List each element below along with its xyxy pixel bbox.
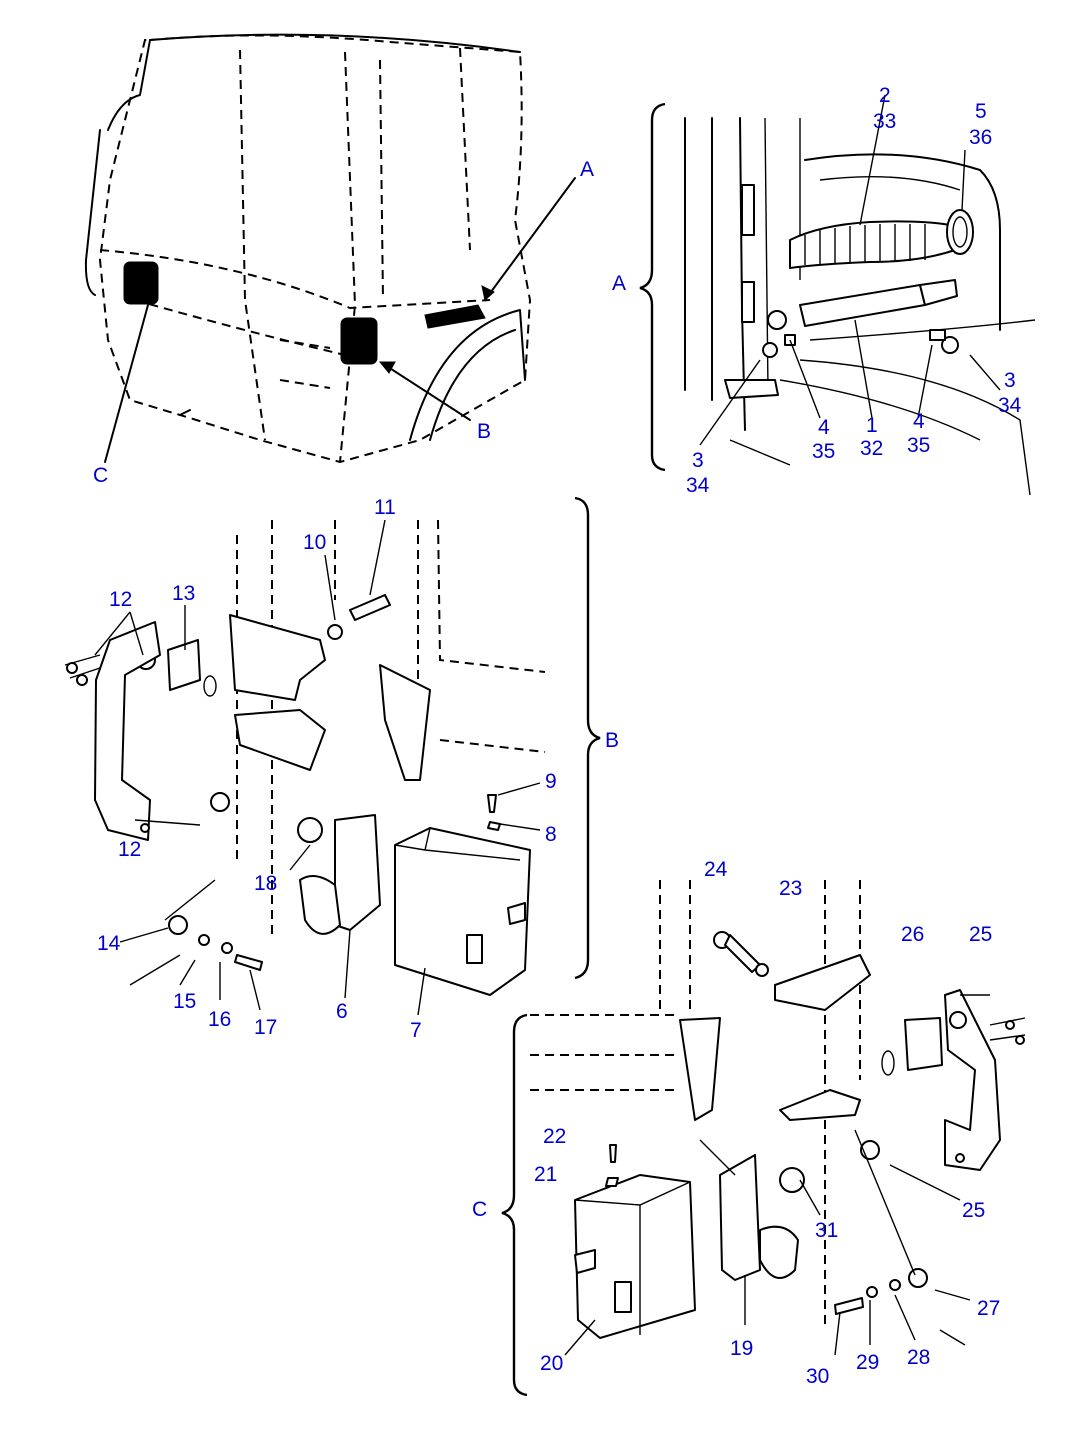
view-label-c: C	[93, 464, 108, 487]
callout-5: 5	[975, 100, 987, 123]
callout-34-right: 34	[998, 394, 1022, 417]
callout-28: 28	[907, 1346, 930, 1369]
callout-15: 15	[173, 990, 196, 1013]
callout-8: 8	[545, 823, 557, 846]
callout-1: 1	[866, 414, 878, 437]
callout-17: 17	[254, 1016, 277, 1039]
callout-35-right: 35	[907, 434, 930, 457]
view-c-title: C	[472, 1198, 487, 1221]
callout-29: 29	[856, 1351, 879, 1374]
callout-30: 30	[806, 1365, 829, 1388]
callout-19: 19	[730, 1337, 753, 1360]
view-a-title: A	[612, 272, 626, 295]
callout-25-bottom: 25	[962, 1199, 985, 1222]
callout-32: 32	[860, 437, 883, 460]
view-labels: A B C A B C	[93, 158, 626, 1221]
callout-10: 10	[303, 531, 326, 554]
callout-16: 16	[208, 1008, 231, 1031]
callout-22: 22	[543, 1125, 566, 1148]
callout-4-right: 4	[913, 410, 925, 433]
callout-18: 18	[254, 872, 277, 895]
callout-33: 33	[873, 110, 896, 133]
detail-view-b	[64, 496, 601, 1016]
callout-24: 24	[704, 858, 728, 881]
callout-3-left: 3	[692, 449, 704, 472]
detail-view-c	[501, 880, 1026, 1397]
callout-12-top: 12	[109, 588, 132, 611]
callout-labels: 2 33 5 36 3 34 4 35 1 32 4 35 3 34 11 10…	[97, 84, 1022, 1388]
callout-13: 13	[172, 582, 195, 605]
callout-27: 27	[977, 1297, 1000, 1320]
callout-35-left: 35	[812, 440, 835, 463]
callout-23: 23	[779, 877, 802, 900]
view-label-b: B	[477, 420, 491, 443]
callout-11: 11	[374, 496, 396, 519]
callout-12-bottom: 12	[118, 838, 141, 861]
callout-36: 36	[969, 126, 992, 149]
callout-34-left: 34	[686, 474, 710, 497]
view-label-a: A	[580, 158, 594, 181]
callout-21: 21	[534, 1163, 557, 1186]
callout-7: 7	[410, 1019, 422, 1042]
callout-26: 26	[901, 923, 924, 946]
callout-9: 9	[545, 770, 557, 793]
cab-overview	[84, 33, 576, 464]
callout-20: 20	[540, 1352, 563, 1375]
callout-14: 14	[97, 932, 121, 955]
callout-3-right: 3	[1004, 369, 1016, 392]
callout-2: 2	[879, 84, 891, 107]
callout-6: 6	[336, 1000, 348, 1023]
callout-31: 31	[815, 1219, 838, 1242]
callout-25-top: 25	[969, 923, 992, 946]
view-b-title: B	[605, 729, 619, 752]
callout-4-left: 4	[818, 416, 830, 439]
detail-view-a	[639, 94, 1036, 496]
